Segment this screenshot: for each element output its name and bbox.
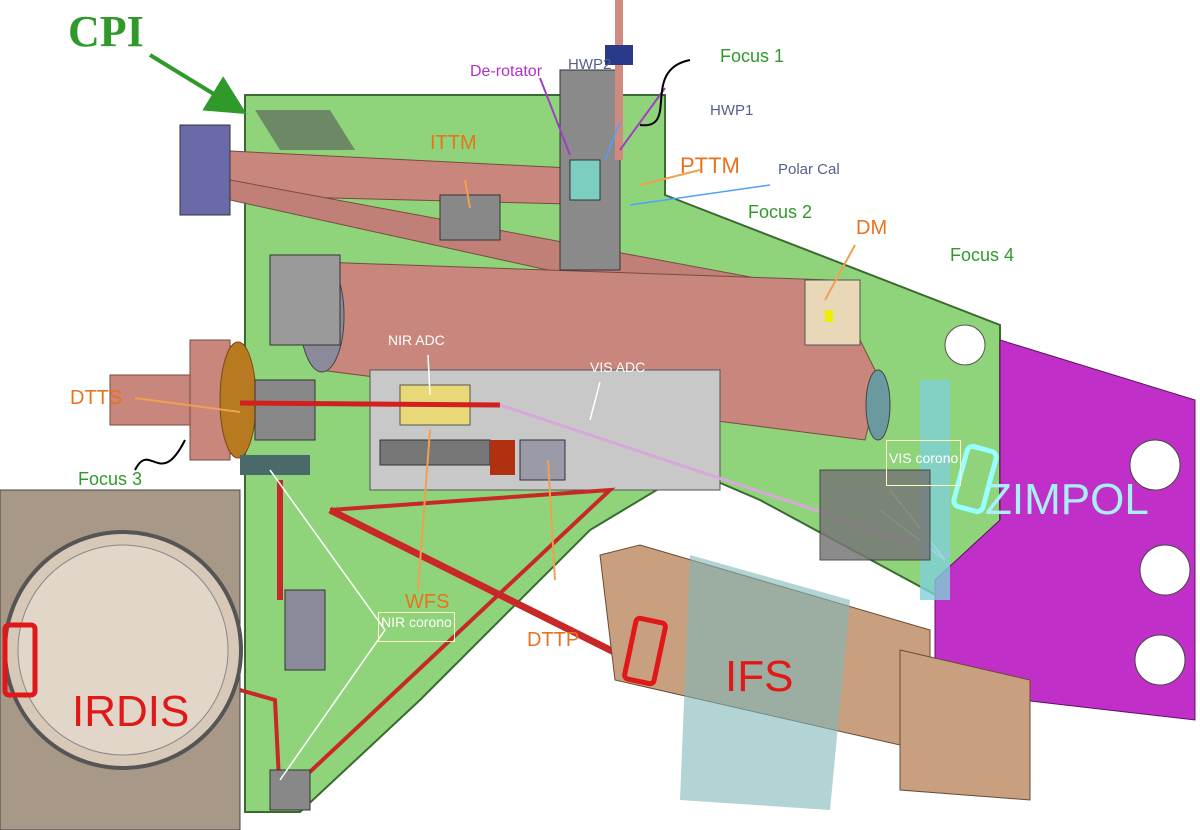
label-dttp: DTTP	[527, 629, 580, 651]
label-vis-corono: VIS corono	[886, 440, 962, 486]
label-wfs: WFS	[405, 591, 450, 613]
label-focus1: Focus 1	[720, 46, 785, 66]
label-derotator: De-rotator	[470, 63, 543, 80]
label-ittm: ITTM	[430, 132, 477, 154]
label-pttm: PTTM	[680, 153, 740, 178]
label-vis-adc: VIS ADC	[590, 359, 646, 375]
label-focus2: Focus 2	[748, 202, 813, 222]
label-nir-corono: NIR corono	[378, 612, 455, 642]
irdis-module	[0, 489, 243, 830]
zimpol-module	[920, 339, 1196, 721]
label-dtts: DTTS	[70, 387, 123, 409]
label-irdis: IRDIS	[72, 687, 190, 736]
label-focus4: Focus 4	[950, 245, 1015, 265]
cpi-title: CPI	[68, 7, 144, 56]
dm-mount	[804, 279, 861, 346]
label-dm: DM	[856, 217, 888, 239]
label-polar-cal: Polar Cal	[778, 161, 840, 178]
cpi-arrow	[148, 53, 247, 115]
label-focus3: Focus 3	[78, 469, 143, 489]
label-zimpol: ZIMPOL	[985, 475, 1149, 524]
ifs-module	[599, 544, 1031, 810]
label-hwp1: HWP1	[710, 102, 754, 119]
plate-hole	[944, 324, 986, 366]
label-nir-adc: NIR ADC	[388, 332, 445, 348]
label-ifs: IFS	[725, 652, 794, 701]
label-hwp2: HWP2	[568, 56, 612, 73]
